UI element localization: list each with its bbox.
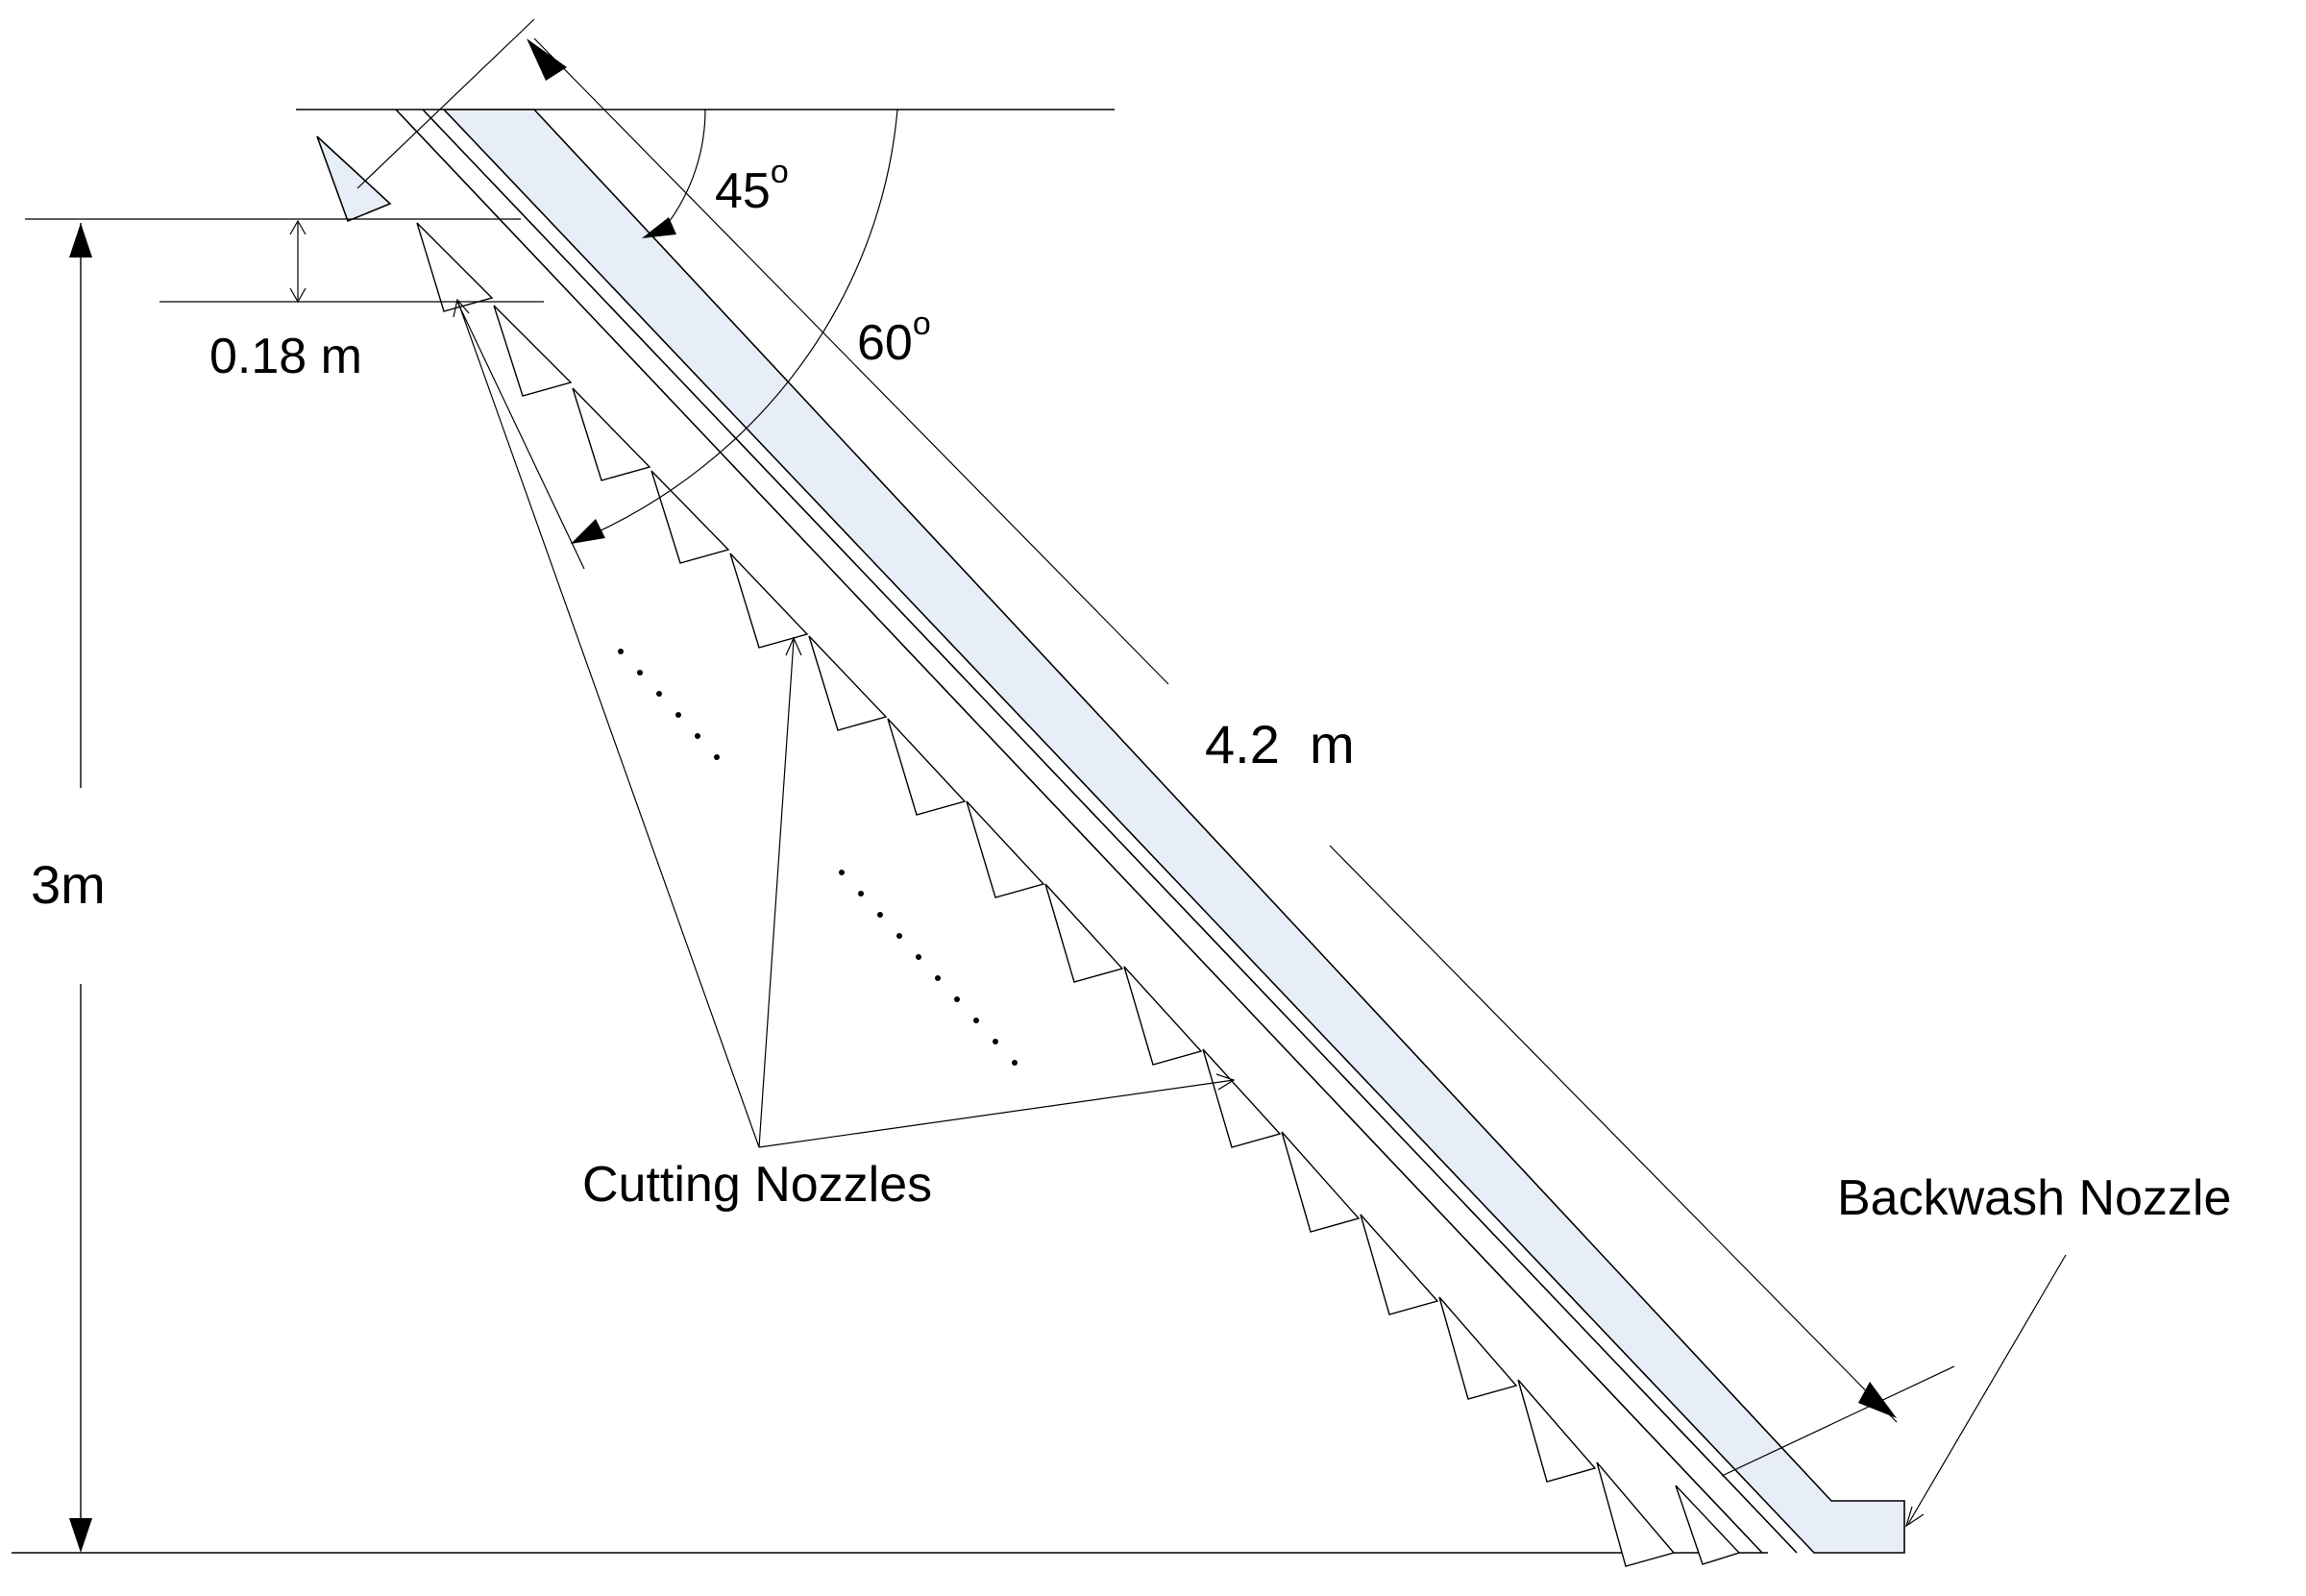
angle-45-degree: o (771, 154, 789, 190)
angle-60-label: 60o (857, 306, 931, 371)
nozzle-wedge (1596, 1461, 1676, 1567)
angle-45-value: 45 (715, 163, 771, 219)
nozzle-wedge (1675, 1485, 1741, 1565)
cutting-nozzle-leaders (453, 298, 1236, 1148)
dim-4-2m-label: 4.2 m (1205, 714, 1355, 774)
dimension-3m (69, 223, 92, 1553)
angle-60-degree: o (913, 306, 931, 342)
shaft-line-2 (422, 109, 1798, 1554)
shaft-line-1 (395, 109, 1763, 1554)
nozzle-wedge (493, 305, 573, 397)
dim-3m-label: 3m (31, 854, 106, 915)
angle-45-label: 45o (715, 154, 789, 219)
nozzle-wedge (572, 387, 651, 481)
nozzle-wedge (1517, 1379, 1597, 1483)
nozzle-wedge (1281, 1131, 1361, 1233)
angle-60-arc (456, 109, 898, 570)
dimension-4-2m (356, 18, 1955, 1477)
ellipsis-dots-upper (618, 649, 720, 760)
cutting-nozzle-wedges (416, 222, 1741, 1567)
nozzle-wedge (887, 718, 967, 816)
top-wedge (316, 135, 392, 223)
backwash-nozzle-leader (1904, 1254, 2067, 1528)
nozzle-wedge (1123, 966, 1203, 1066)
angle-45-arc (642, 109, 706, 238)
nozzle-wedge (650, 470, 730, 564)
shaft-band (442, 109, 1905, 1554)
nozzle-wedge (1044, 883, 1124, 983)
angle-60-value: 60 (857, 315, 913, 371)
nozzle-wedge (729, 552, 809, 649)
nozzle-wedge (416, 222, 494, 312)
nozzle-wedge (1360, 1214, 1439, 1315)
nozzle-wedge (966, 800, 1045, 898)
ellipsis-dots-lower (839, 870, 1018, 1066)
nozzle-wedge (1202, 1048, 1282, 1148)
dimension-0-18m (25, 218, 544, 304)
nozzle-wedge (1438, 1296, 1518, 1400)
cutting-nozzles-label: Cutting Nozzles (582, 1157, 932, 1213)
nozzle-wedge (808, 635, 888, 731)
dim-0-18m-label: 0.18 m (209, 329, 362, 384)
backwash-nozzle-label: Backwash Nozzle (1837, 1170, 2231, 1226)
